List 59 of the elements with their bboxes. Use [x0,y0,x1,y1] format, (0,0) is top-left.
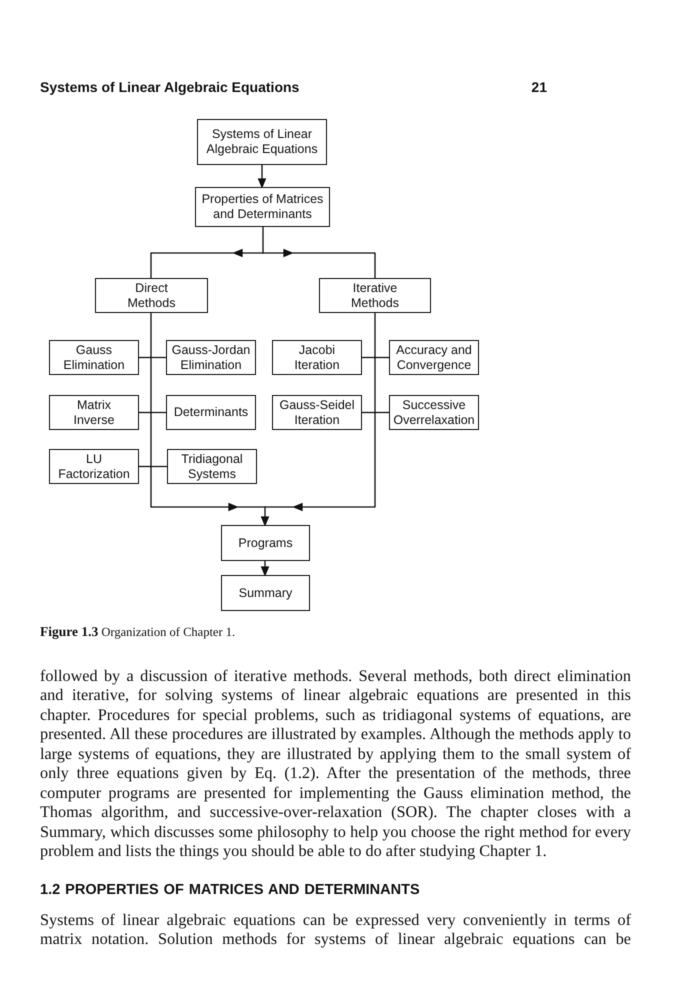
topic-label: Successive Overrelaxation [392,398,476,428]
process-box [49,449,139,484]
topic-label: Matrix Inverse [72,398,116,428]
connector-line [138,466,152,468]
arrow [150,466,266,512]
process-box [319,278,431,313]
connector-line [262,226,264,254]
process-box [49,340,139,375]
connector-line [150,356,167,358]
connector-line [150,412,152,468]
topic-label: Determinants [172,405,250,420]
arrow [258,164,266,188]
topic-label: Summary [238,586,294,600]
topic-label: Properties of Matrices and Determinants [200,192,324,222]
topic-label: LU Factorization [57,452,131,482]
process-box [195,187,330,227]
topic-label: Programs [237,536,294,550]
page-number: 21 [530,79,547,95]
process-box [95,278,208,313]
topic-label: Accuracy and Convergence [395,342,473,372]
connector-line [138,356,152,358]
arrow [260,506,269,526]
topic-label: Gauss-Seidel Iteration [278,398,356,428]
body-paragraph: Systems of linear algebraic equations can be expressed very conveniently in terms of matrix notation. Solution methods for systems of linear algebraic equations can be [40,911,631,950]
connector-line [361,356,376,358]
arrow [150,248,264,279]
topic-label: Systems of Linear Algebraic Equations [205,127,319,157]
connector-line [374,356,390,358]
process-box [49,395,139,430]
connector-line [150,312,152,358]
topic-label: Gauss Elimination [62,342,126,372]
arrow [260,560,269,576]
connector-line [374,312,376,358]
connector-line [150,356,152,414]
body-paragraph: followed by a discussion of iterative methods. Several methods, both direct elimination and iterative, for solving systems of linear algebraic equations are presented in this chapter. Procedures for special problems, such as tridiagonal systems of equations, are presented. All these procedures are illustrated by examples. Although the methods apply to large systems of equations, they are illustrated by applying them to the small system of only three equations given by Eq. (1.2). After the presentation of the methods, three computer programs are presented for implementing the Gauss elimination method, the Thomas algorithm, and successive-over-relaxation (SOR). The chapter closes with a Summary, which discusses some philosophy to help you choose the right method for every problem and lists the things you should be able to do after studying Chapter 1. [40,667,631,862]
connector-line [374,412,390,414]
figure-caption: Figure 1.3 Organization of Chapter 1. [40,624,236,640]
process-box [272,395,362,430]
process-box [167,449,257,484]
process-box [389,340,479,375]
process-box [272,340,362,375]
topic-label: Iterative Methods [350,280,400,310]
arrow [264,412,376,511]
process-box [221,575,310,611]
section-heading: 1.2 PROPERTIES OF MATRICES AND DETERMINANTS [40,882,421,898]
topic-label: Gauss-Jordan Elimination [170,342,252,372]
connector-line [138,412,152,414]
connector-line [361,412,376,414]
connector-line [374,356,376,414]
connector-line [150,466,168,468]
arrow [262,249,376,279]
process-box [221,525,310,561]
topic-label: Tridiagonal Systems [180,452,244,482]
process-box [197,119,327,165]
connector-line [150,412,167,414]
running-header: Systems of Linear Algebraic Equations [40,79,300,95]
topic-label: Direct Methods [126,280,176,310]
process-box [166,395,256,430]
topic-label: Jacobi Iteration [293,342,341,372]
